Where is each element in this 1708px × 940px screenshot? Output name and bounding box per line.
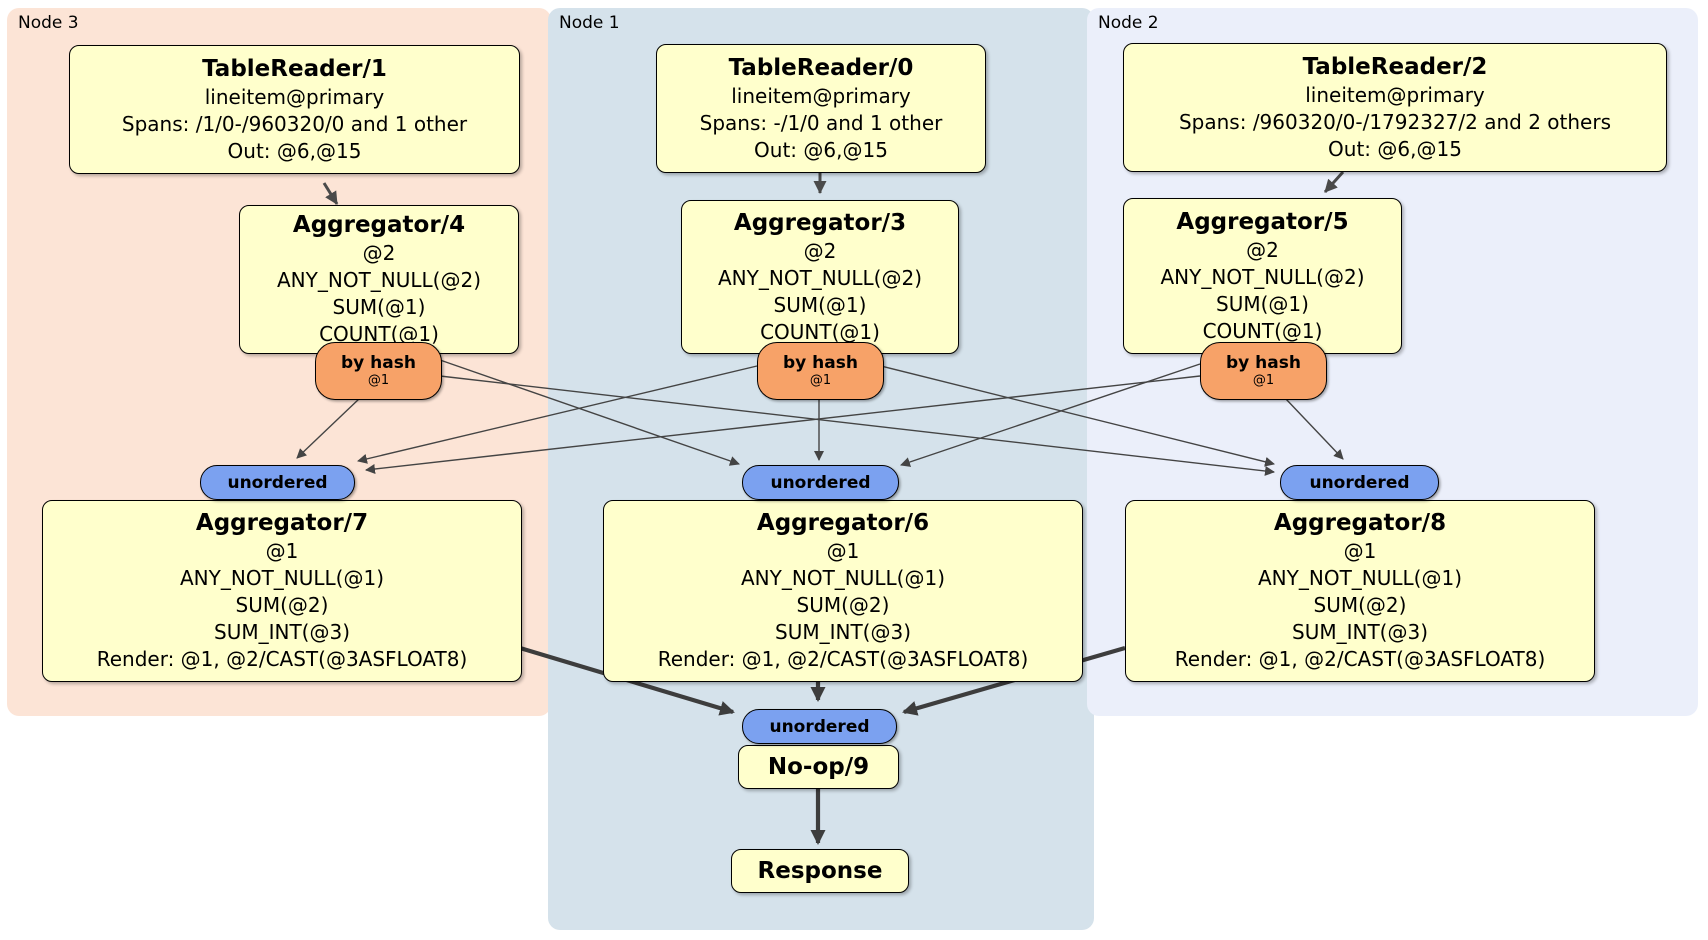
proc-title: TableReader/1 [202, 55, 387, 82]
region-label-node1: Node 1 [559, 13, 620, 33]
sync-label: unordered [1309, 472, 1410, 493]
proc-line: Spans: -/1/0 and 1 other [699, 110, 943, 135]
proc-line: SUM(@2) [235, 593, 329, 617]
proc-title: Response [757, 857, 883, 884]
proc-line: SUM_INT(@3) [1292, 620, 1428, 644]
sync-unordered-7: unordered [200, 465, 355, 500]
region-label-node3: Node 3 [18, 13, 79, 33]
edge-byhash4-unordered7 [296, 397, 361, 459]
proc-line: ANY_NOT_NULL(@1) [1258, 566, 1462, 590]
edge-byhash4-unordered6 [439, 359, 740, 466]
proc-line: SUM_INT(@3) [214, 620, 350, 644]
proc-aggregator-6: Aggregator/6 @1 ANY_NOT_NULL(@1) SUM(@2)… [603, 500, 1083, 682]
proc-title: Aggregator/5 [1176, 208, 1349, 235]
proc-noop-9: No-op/9 [738, 745, 899, 789]
proc-line: SUM(@1) [332, 295, 426, 319]
edge-byhash5-unordered8 [1284, 397, 1344, 460]
proc-line: Out: @6,@15 [754, 137, 888, 162]
proc-line: Render: @1, @2/CAST(@3ASFLOAT8) [96, 647, 468, 671]
router-label: by hash [341, 353, 416, 373]
edge-byhash5-unordered6 [900, 363, 1201, 467]
router-detail: @1 [367, 373, 390, 388]
router-byhash-5: by hash @1 [1200, 342, 1327, 400]
proc-line: Spans: /1/0-/960320/0 and 1 other [121, 111, 468, 136]
sync-unordered-9: unordered [742, 709, 897, 744]
proc-tablereader-0: TableReader/0 lineitem@primary Spans: -/… [656, 44, 986, 173]
router-detail: @1 [809, 373, 832, 388]
sync-unordered-8: unordered [1280, 465, 1439, 500]
router-detail: @1 [1252, 373, 1275, 388]
edge-byhash4-unordered8 [439, 375, 1275, 476]
proc-line: ANY_NOT_NULL(@2) [1160, 264, 1365, 289]
proc-title: No-op/9 [767, 753, 870, 780]
edge-tr2-agg5 [1323, 170, 1345, 194]
proc-line: SUM(@2) [1313, 593, 1407, 617]
proc-line: lineitem@primary [731, 83, 911, 108]
proc-title: Aggregator/3 [733, 209, 907, 236]
router-byhash-4: by hash @1 [315, 342, 442, 400]
proc-title: TableReader/0 [728, 54, 914, 81]
proc-line: ANY_NOT_NULL(@1) [180, 566, 384, 590]
sync-label: unordered [769, 716, 870, 737]
proc-line: SUM(@1) [773, 292, 867, 317]
proc-aggregator-7: Aggregator/7 @1 ANY_NOT_NULL(@1) SUM(@2)… [42, 500, 522, 682]
proc-line: @2 [362, 241, 396, 265]
proc-title: Aggregator/7 [195, 510, 369, 536]
router-label: by hash [1226, 353, 1301, 373]
sync-label: unordered [227, 472, 328, 493]
region-label-node2: Node 2 [1098, 13, 1159, 33]
proc-line: Out: @6,@15 [1328, 136, 1462, 161]
proc-line: Render: @1, @2/CAST(@3ASFLOAT8) [657, 647, 1029, 671]
router-label: by hash [783, 353, 858, 373]
proc-title: Aggregator/8 [1273, 510, 1447, 536]
proc-line: ANY_NOT_NULL(@2) [277, 268, 481, 292]
proc-line: ANY_NOT_NULL(@2) [718, 265, 922, 290]
proc-line: SUM(@2) [796, 593, 890, 617]
proc-line: @1 [826, 539, 860, 563]
proc-line: ANY_NOT_NULL(@1) [741, 566, 945, 590]
router-byhash-3: by hash @1 [757, 342, 884, 400]
sync-label: unordered [770, 472, 871, 493]
proc-line: @2 [1246, 237, 1279, 262]
sync-unordered-6: unordered [742, 465, 899, 500]
proc-line: Spans: /960320/0-/1792327/2 and 2 others [1178, 109, 1611, 134]
proc-line: COUNT(@1) [760, 319, 880, 344]
proc-title: TableReader/2 [1302, 53, 1488, 80]
proc-title: Aggregator/4 [292, 212, 466, 238]
proc-line: SUM(@1) [1216, 291, 1309, 316]
proc-line: SUM_INT(@3) [775, 620, 911, 644]
proc-response: Response [731, 849, 909, 893]
proc-line: @2 [803, 238, 837, 263]
proc-line: @1 [265, 539, 299, 563]
proc-line: @1 [1343, 539, 1377, 563]
proc-aggregator-4: Aggregator/4 @2 ANY_NOT_NULL(@2) SUM(@1)… [239, 205, 519, 354]
proc-line: lineitem@primary [204, 84, 385, 109]
edge-byhash3-unordered7 [357, 365, 758, 464]
edge-tr1-agg4 [322, 182, 339, 205]
proc-line: Out: @6,@15 [227, 138, 362, 163]
proc-tablereader-1: TableReader/1 lineitem@primary Spans: /1… [69, 45, 520, 174]
proc-aggregator-3: Aggregator/3 @2 ANY_NOT_NULL(@2) SUM(@1)… [681, 200, 959, 354]
proc-aggregator-5: Aggregator/5 @2 ANY_NOT_NULL(@2) SUM(@1)… [1123, 198, 1402, 354]
edge-byhash5-unordered7 [365, 375, 1201, 474]
proc-line: Render: @1, @2/CAST(@3ASFLOAT8) [1174, 647, 1546, 671]
proc-title: Aggregator/6 [756, 510, 930, 536]
proc-tablereader-2: TableReader/2 lineitem@primary Spans: /9… [1123, 43, 1667, 172]
proc-line: lineitem@primary [1305, 82, 1485, 107]
proc-aggregator-8: Aggregator/8 @1 ANY_NOT_NULL(@1) SUM(@2)… [1125, 500, 1595, 682]
proc-line: COUNT(@1) [1202, 318, 1323, 343]
edge-byhash3-unordered8 [880, 365, 1275, 467]
